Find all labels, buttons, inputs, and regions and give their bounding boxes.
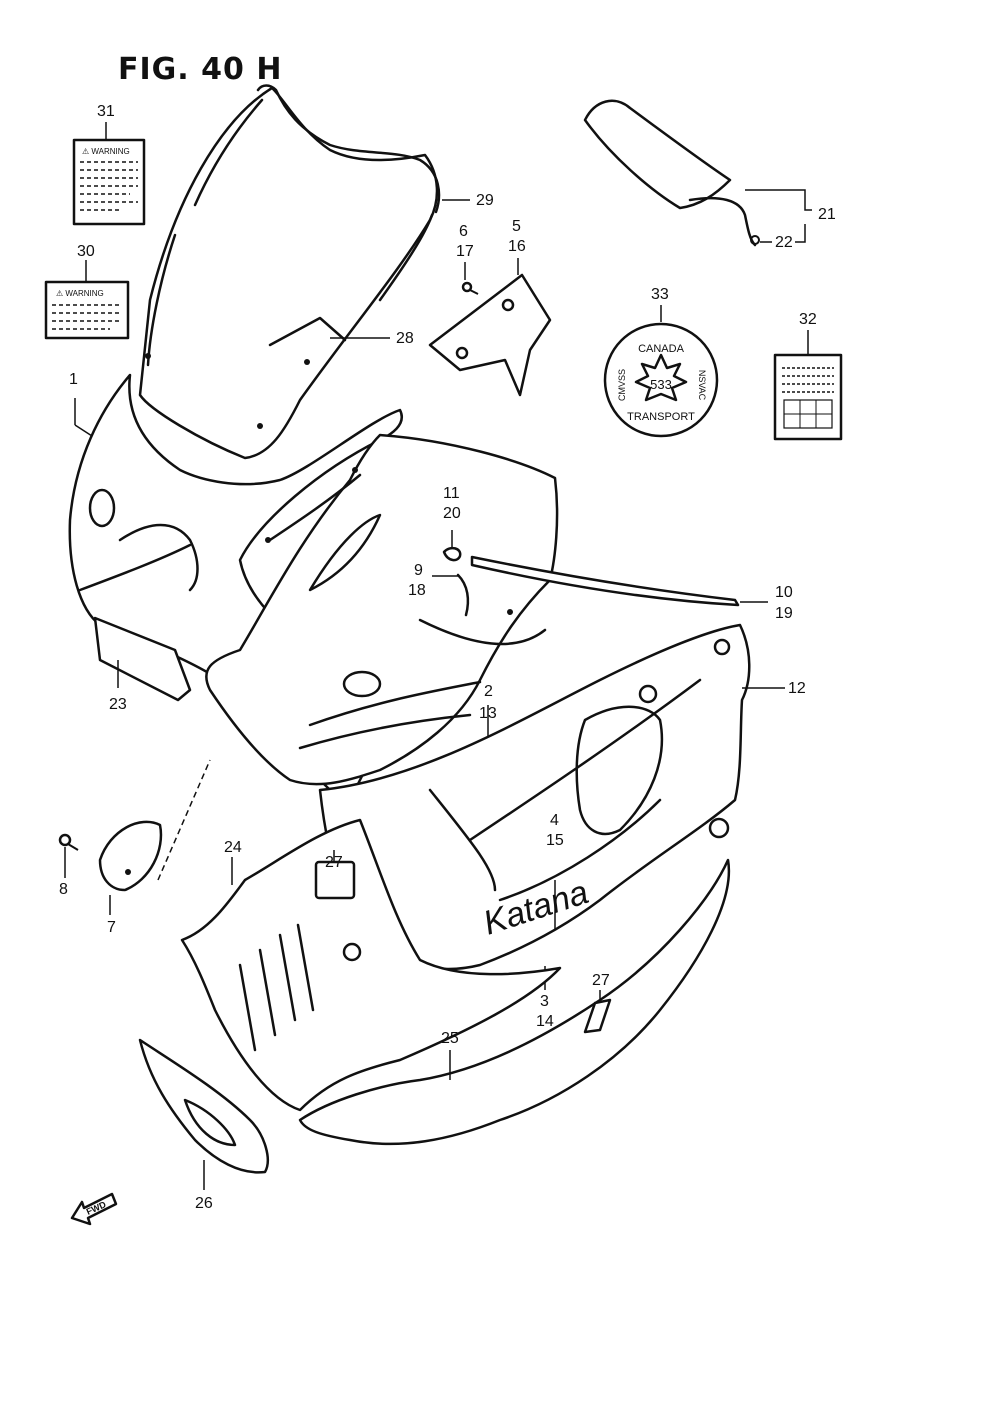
callout-21: 21 (818, 206, 836, 223)
figure-title: FIG. 40 H (118, 52, 283, 87)
warning-label-30: ⚠ WARNING (44, 260, 130, 340)
callout-24: 24 (224, 839, 242, 856)
windscreen-28 (138, 86, 439, 460)
callout-12: 12 (788, 680, 806, 697)
callout-14: 14 (536, 1013, 554, 1030)
garnish-21 (583, 99, 812, 247)
canada-seal-33: CANADA TRANSPORT CMVSS NSVAC 533 (603, 305, 719, 438)
seal-center: 533 (650, 377, 672, 392)
callout-25: 25 (441, 1030, 459, 1047)
seal-left: CMVSS (617, 369, 627, 401)
callout-28: 28 (396, 330, 414, 347)
callout-19: 19 (775, 605, 793, 622)
callout-27b: 27 (592, 972, 610, 989)
callout-18: 18 (408, 582, 426, 599)
grommet-11 (442, 530, 462, 562)
callout-32: 32 (799, 311, 817, 328)
callout-27a: 27 (325, 854, 343, 871)
side-cowl-2 (205, 433, 559, 786)
screw-8 (58, 833, 79, 878)
callout-13: 13 (479, 705, 497, 722)
callout-23: 23 (109, 696, 127, 713)
callout-20: 20 (443, 505, 461, 522)
cover-7 (98, 759, 211, 915)
under-cowl-25 (298, 858, 731, 1146)
callout-15: 15 (546, 832, 564, 849)
warning-label-30-text: ⚠ WARNING (56, 289, 104, 298)
callout-31: 31 (97, 103, 115, 120)
callout-3: 3 (540, 993, 549, 1010)
callout-2: 2 (484, 683, 493, 700)
callout-9: 9 (414, 562, 423, 579)
windscreen-trim-29 (256, 84, 470, 214)
label-32 (773, 330, 843, 441)
cable-9 (432, 573, 470, 617)
callout-17: 17 (456, 243, 474, 260)
callout-30: 30 (77, 243, 95, 260)
callout-11: 11 (443, 485, 460, 502)
seal-right: NSVAC (697, 370, 707, 401)
bracket-5 (428, 258, 552, 397)
callout-1: 1 (69, 371, 78, 388)
callout-4: 4 (550, 812, 559, 829)
callout-22: 22 (775, 234, 793, 251)
seal-top: CANADA (638, 343, 685, 355)
callout-6: 6 (459, 223, 468, 240)
screw-6 (461, 262, 479, 295)
panel-23 (93, 616, 192, 702)
callout-10: 10 (775, 584, 793, 601)
callout-33: 33 (651, 286, 669, 303)
callout-16: 16 (508, 238, 526, 255)
warning-label-31: ⚠ WARNING (72, 122, 146, 226)
callout-5: 5 (512, 218, 521, 235)
brace-26 (138, 1038, 269, 1190)
warning-label-31-text: ⚠ WARNING (82, 147, 130, 156)
callout-8: 8 (59, 881, 68, 898)
callout-29: 29 (476, 192, 494, 209)
trim-strip-10 (470, 555, 768, 607)
callout-7: 7 (107, 919, 116, 936)
lower-cowl-24 (180, 818, 562, 1112)
seal-bottom: TRANSPORT (627, 411, 695, 423)
forward-arrow-icon: FWD (70, 1192, 118, 1226)
pad-27 (314, 860, 356, 900)
callout-26: 26 (195, 1195, 213, 1212)
